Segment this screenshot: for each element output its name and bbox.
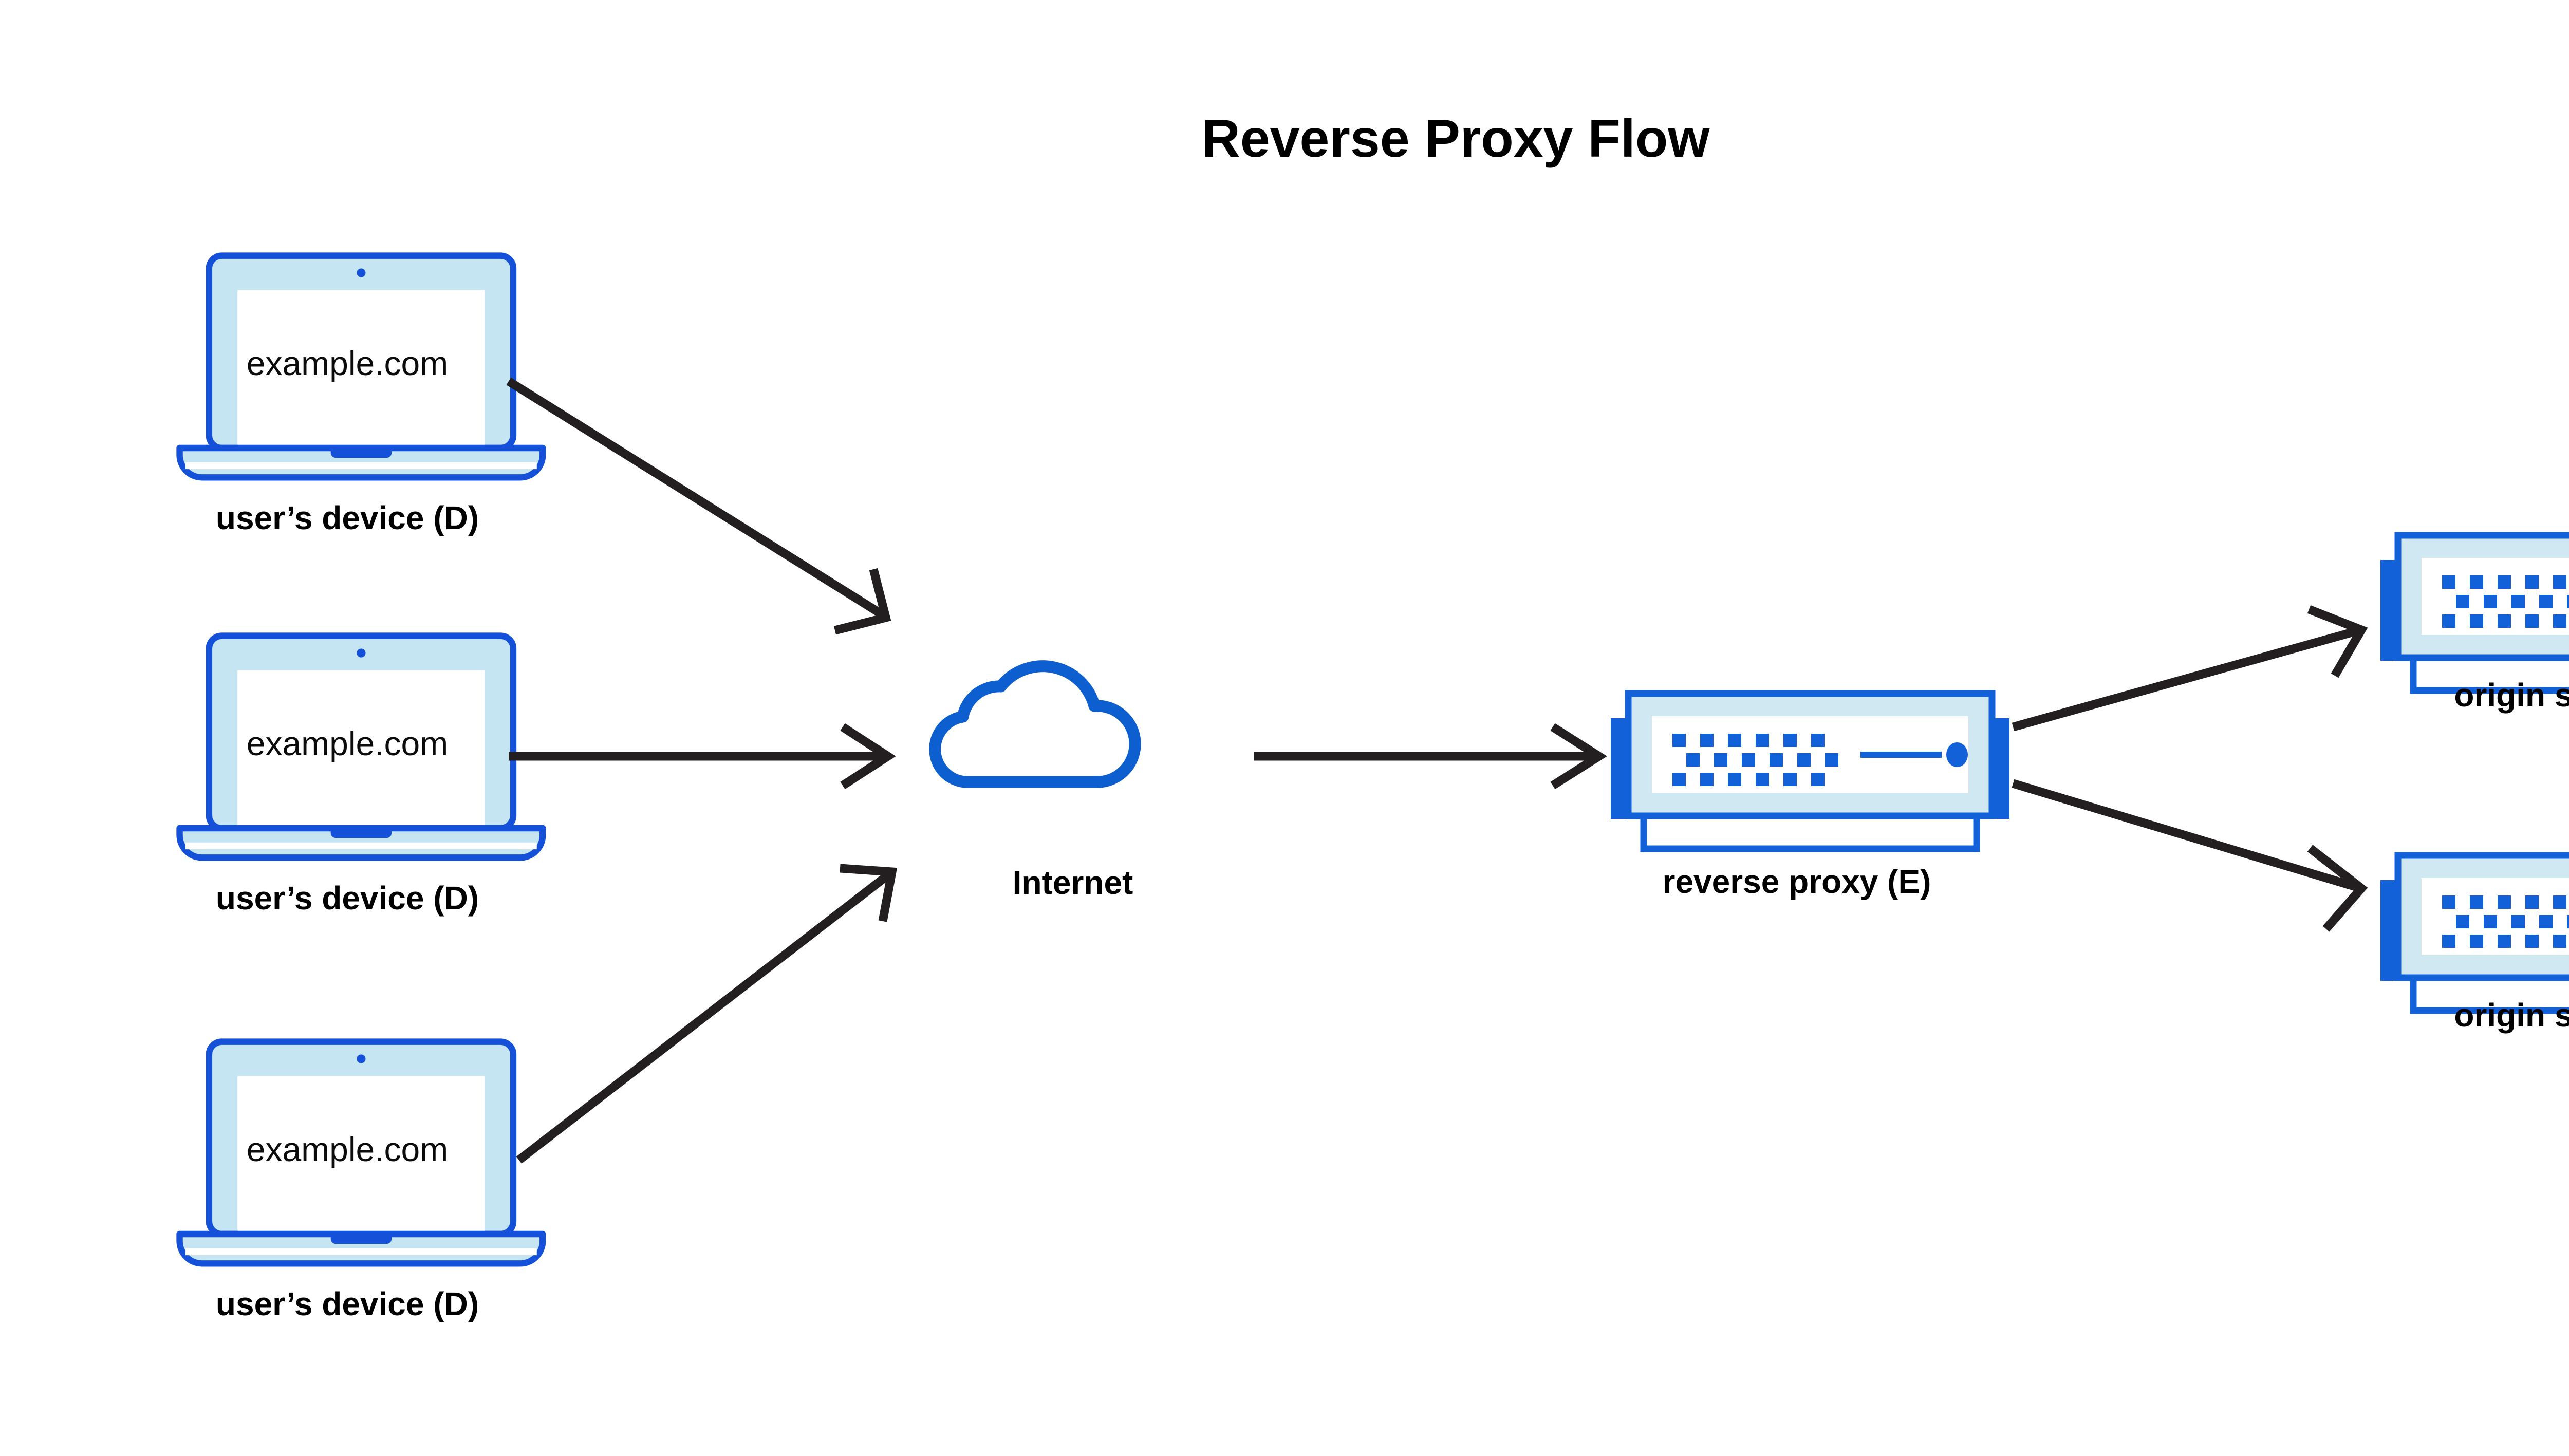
client-label: user’s device (D) bbox=[216, 499, 479, 536]
reverse-proxy-label: reverse proxy (E) bbox=[1663, 863, 1931, 900]
node-internet[interactable]: Internet bbox=[935, 666, 1135, 901]
cloud-icon bbox=[935, 666, 1135, 782]
server-icon bbox=[1611, 694, 2009, 849]
origin-server-label: origin server (F) bbox=[2454, 997, 2569, 1034]
node-client-2[interactable]: example.com user’s device (D) bbox=[180, 636, 543, 917]
server-icon bbox=[2380, 855, 2569, 1011]
edge-proxy-origin1 bbox=[2012, 605, 2368, 732]
client-label: user’s device (D) bbox=[216, 880, 479, 917]
page-title: Reverse Proxy Flow bbox=[1202, 109, 1710, 169]
origin-server-label: origin server (F) bbox=[2454, 677, 2569, 714]
node-client-3[interactable]: example.com user’s device (D) bbox=[180, 1042, 543, 1322]
node-origin-2[interactable]: origin server (F) bbox=[2380, 855, 2569, 1034]
client-screen-text: example.com bbox=[247, 1130, 449, 1168]
edge-client2-internet bbox=[509, 723, 896, 790]
server-icon bbox=[2380, 535, 2569, 690]
node-origin-1[interactable]: origin server (F) bbox=[2380, 535, 2569, 714]
client-label: user’s device (D) bbox=[216, 1285, 479, 1322]
edge-internet-proxy bbox=[1254, 723, 1607, 790]
client-screen-text: example.com bbox=[247, 344, 449, 382]
edge-client3-internet bbox=[516, 864, 898, 1164]
client-screen-text: example.com bbox=[247, 724, 449, 762]
edge-proxy-origin2 bbox=[2012, 779, 2368, 932]
node-reverse-proxy[interactable]: reverse proxy (E) bbox=[1611, 694, 2009, 900]
edge-client1-internet bbox=[506, 377, 891, 635]
internet-label: Internet bbox=[1013, 864, 1133, 901]
node-client-1[interactable]: example.com user’s device (D) bbox=[180, 256, 543, 536]
